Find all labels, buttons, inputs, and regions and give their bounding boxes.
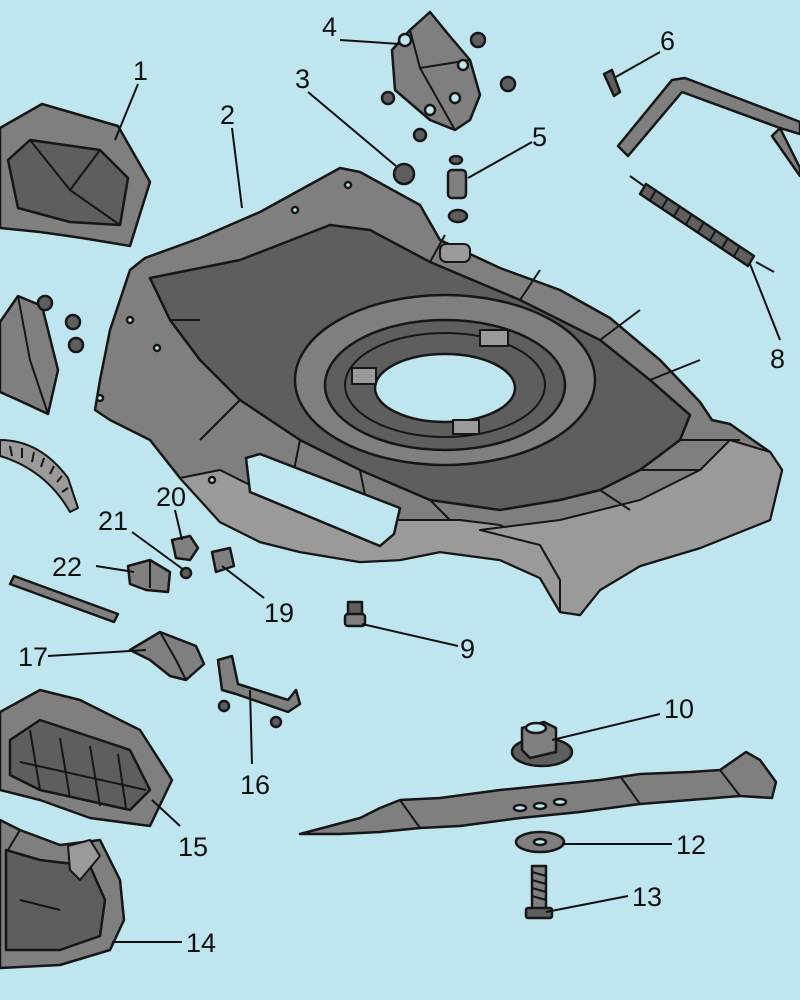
callout-14: 14	[186, 928, 216, 958]
part-11-blade	[298, 750, 778, 836]
part-1-discharge-chute	[0, 102, 152, 248]
part-14-grass-bag-frame	[0, 818, 126, 970]
callout-labels: 1 2 3 4 5 6 8 9 10 12 13 14 15 16 17 19 …	[18, 12, 785, 958]
callout-3: 3	[295, 64, 310, 94]
callout-1: 1	[133, 56, 148, 86]
callout-22: 22	[52, 552, 82, 582]
part-2-mower-deck	[93, 166, 784, 617]
part-height-rack	[0, 439, 79, 513]
part-19-clip	[210, 546, 236, 574]
part-12-washer	[514, 830, 566, 854]
part-15-rear-grill	[0, 688, 174, 828]
callout-15: 15	[178, 832, 208, 862]
callout-5: 5	[532, 122, 547, 152]
part-13-blade-bolt	[524, 864, 554, 920]
part-9-screw	[343, 600, 367, 628]
part-5-bolt	[446, 154, 469, 224]
callout-12: 12	[676, 830, 706, 860]
part-8-spring	[629, 175, 775, 273]
callout-6: 6	[660, 26, 675, 56]
part-22-bracket	[126, 558, 172, 594]
part-axle-rod	[8, 574, 120, 624]
callout-4: 4	[322, 12, 337, 42]
part-3-nut	[392, 162, 416, 186]
callout-9: 9	[460, 634, 475, 664]
part-left-bracket	[0, 294, 85, 416]
leader-lines	[47, 39, 781, 943]
part-20-clip	[170, 534, 200, 562]
callout-21: 21	[98, 506, 128, 536]
part-4-mounting-plate	[380, 10, 517, 143]
part-16-axle-bracket	[216, 654, 302, 729]
part-10-blade-adapter	[510, 720, 574, 768]
callout-2: 2	[220, 100, 235, 130]
callout-10: 10	[664, 694, 694, 724]
callout-13: 13	[632, 882, 662, 912]
callout-16: 16	[240, 770, 270, 800]
callout-19: 19	[264, 598, 294, 628]
callout-8: 8	[770, 344, 785, 374]
part-7-rod	[616, 76, 800, 178]
part-6-pin	[602, 68, 622, 98]
part-17-lever	[128, 630, 206, 682]
callout-17: 17	[18, 642, 48, 672]
callout-20: 20	[156, 482, 186, 512]
